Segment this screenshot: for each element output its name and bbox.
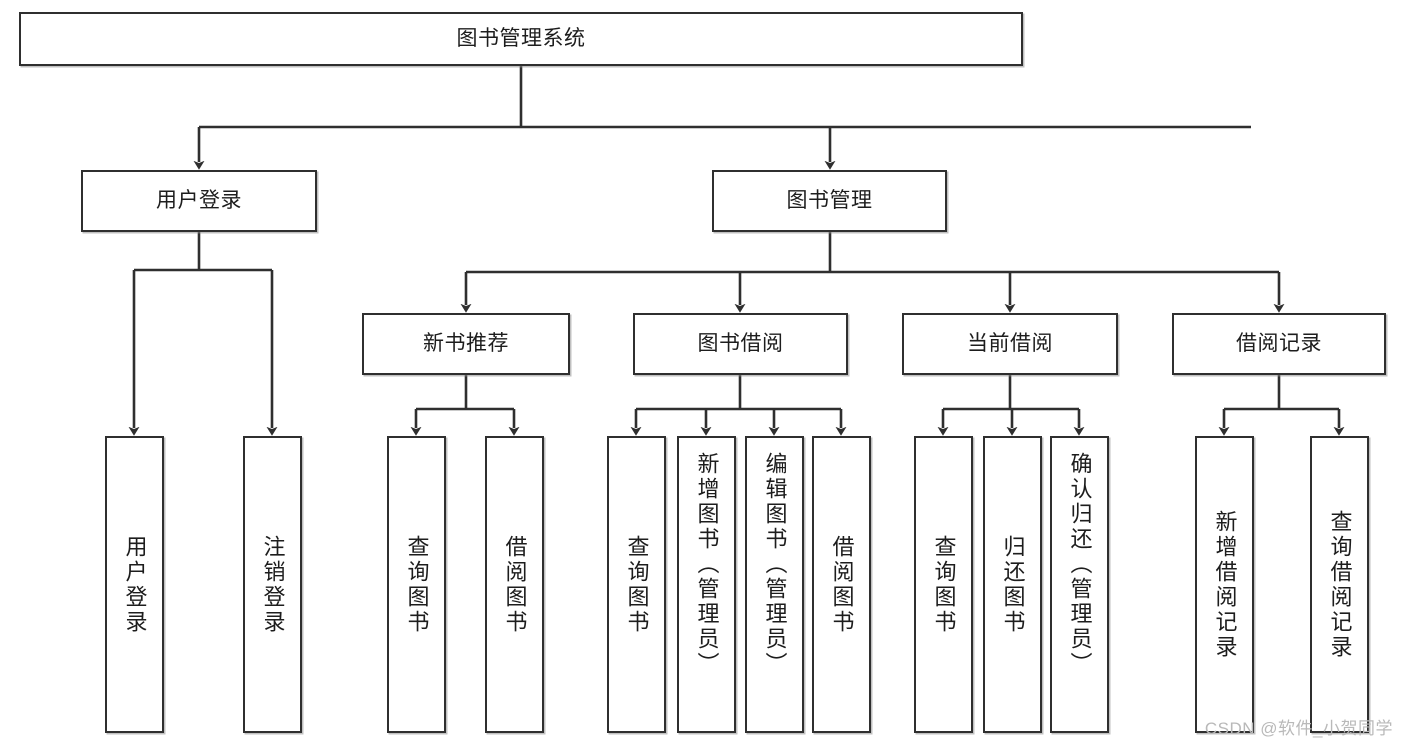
node-new-book-recommendation[interactable]: 新书推荐 [362,313,570,375]
node-label: 查询图书 [931,534,957,635]
leaf-user-login[interactable]: 用户登录 [105,436,164,733]
node-book-borrowing[interactable]: 图书借阅 [633,313,848,375]
node-label: 当前借阅 [967,331,1053,355]
node-label: 用户登录 [156,188,242,212]
node-label: 借阅图书 [502,534,528,635]
node-label: 新增图书（管理员） [694,452,720,677]
node-label: 归还图书 [1000,534,1026,635]
node-root-book-management-system[interactable]: 图书管理系统 [19,12,1023,66]
node-label: 图书管理 [786,188,873,212]
leaf-user-logout[interactable]: 注销登录 [243,436,302,733]
leaf-confirm-return-admin[interactable]: 确认归还（管理员） [1050,436,1109,733]
leaf-query-book-current[interactable]: 查询图书 [914,436,973,733]
node-label: 新书推荐 [423,331,509,355]
leaf-return-book[interactable]: 归还图书 [983,436,1042,733]
node-label: 新增借阅记录 [1212,509,1238,660]
node-label: 查询图书 [624,534,650,635]
node-label: 注销登录 [260,534,286,635]
node-label: 编辑图书（管理员） [762,452,788,677]
node-user-login[interactable]: 用户登录 [81,170,317,232]
leaf-borrow-book[interactable]: 借阅图书 [812,436,871,733]
node-label: 图书管理系统 [456,26,586,50]
node-label: 查询借阅记录 [1327,509,1353,660]
node-book-management[interactable]: 图书管理 [712,170,947,232]
node-label: 查询图书 [404,534,430,635]
leaf-edit-book-admin[interactable]: 编辑图书（管理员） [745,436,804,733]
leaf-query-borrow-record[interactable]: 查询借阅记录 [1310,436,1369,733]
leaf-query-book-rec[interactable]: 查询图书 [387,436,446,733]
node-label: 图书借阅 [697,331,784,355]
leaf-query-book-borrow[interactable]: 查询图书 [607,436,666,733]
leaf-add-book-admin[interactable]: 新增图书（管理员） [677,436,736,733]
leaf-borrow-book-rec[interactable]: 借阅图书 [485,436,544,733]
node-label: 确认归还（管理员） [1067,452,1093,677]
node-label: 用户登录 [122,534,148,635]
node-borrowing-record[interactable]: 借阅记录 [1172,313,1386,375]
node-label: 借阅记录 [1236,331,1322,355]
leaf-add-borrow-record[interactable]: 新增借阅记录 [1195,436,1254,733]
node-label: 借阅图书 [829,534,855,635]
node-current-borrowing[interactable]: 当前借阅 [902,313,1118,375]
